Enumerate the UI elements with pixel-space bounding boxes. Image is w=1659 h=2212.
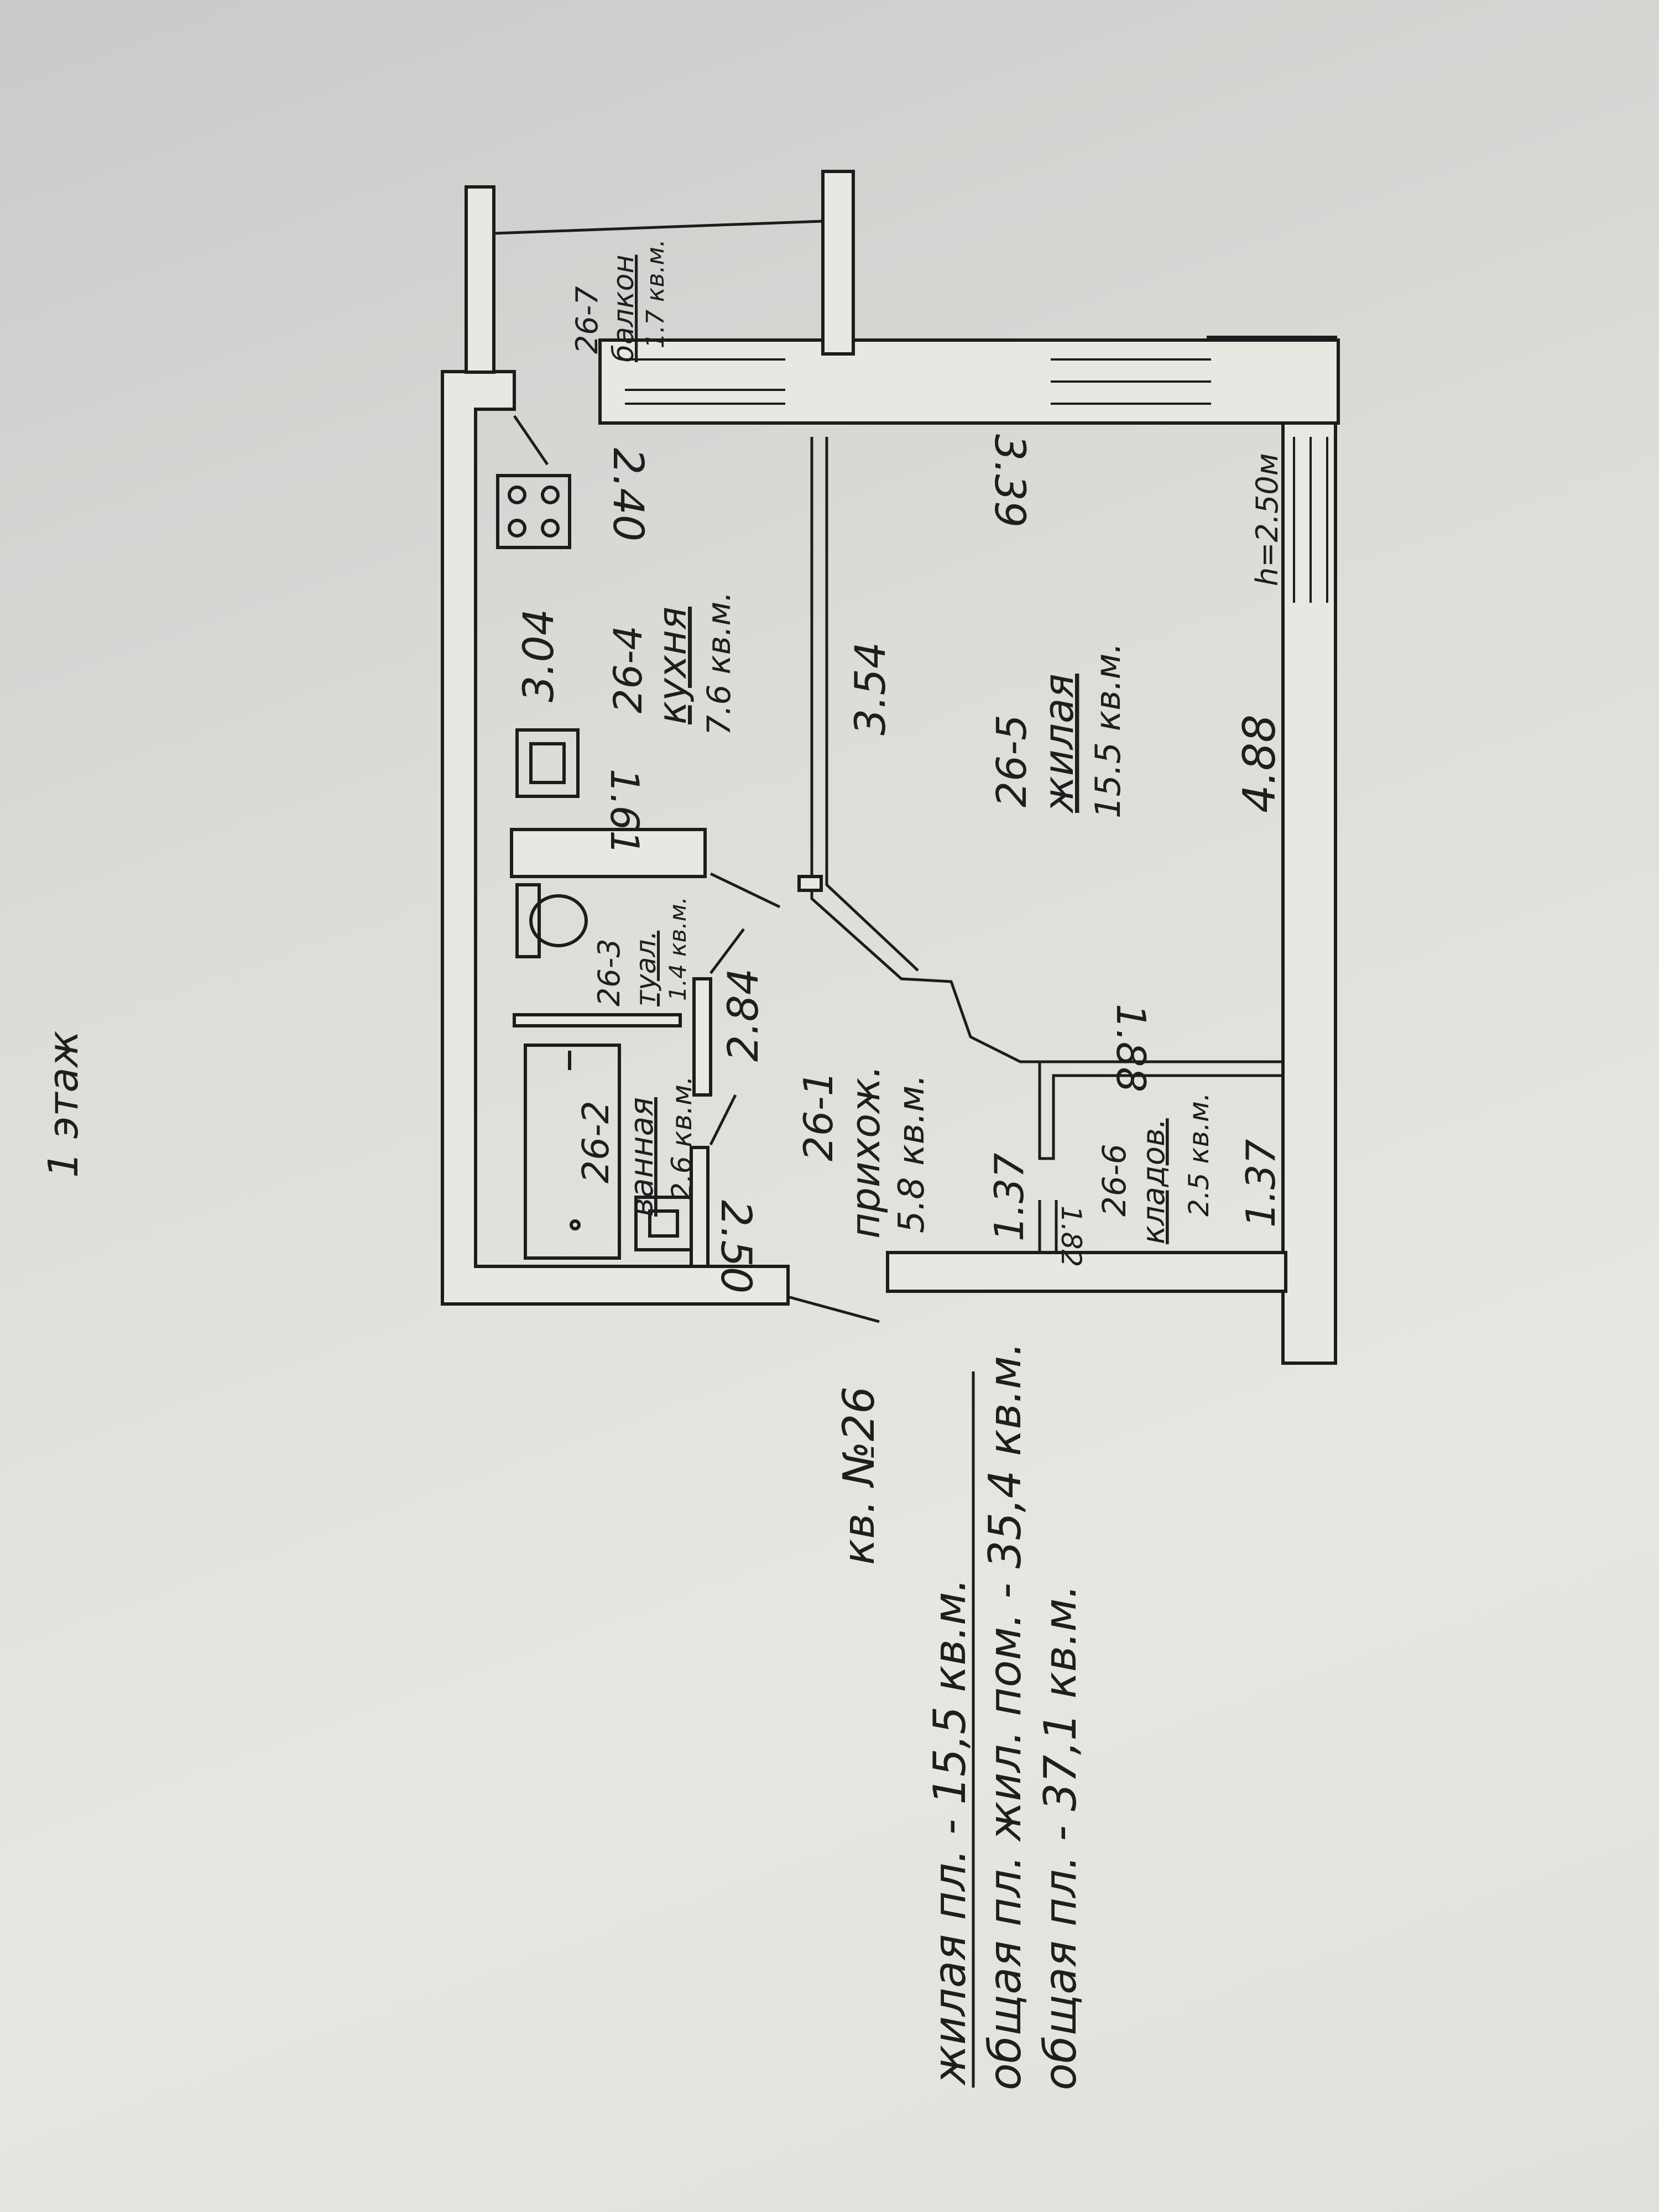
room-26-3: 26-3 туал. 1.4 кв.м. bbox=[592, 896, 691, 1006]
summary-total-living: общая пл. жил. пом. - 35,4 кв.м. bbox=[979, 1342, 1031, 2090]
room-26-1: 26-1 прихож. 5.8 кв.м. bbox=[795, 1065, 932, 1239]
entrance-door-swing bbox=[787, 1295, 880, 1323]
svg-text:балкон: балкон bbox=[607, 255, 640, 362]
bathtub-icon bbox=[524, 1044, 621, 1260]
balcony-railing bbox=[493, 220, 823, 235]
svg-text:26-1: 26-1 bbox=[795, 1071, 842, 1161]
dim-hall-corridor: 1.37 bbox=[986, 1152, 1032, 1241]
area-summary: жилая пл. - 15,5 кв.м. общая пл. жил. по… bbox=[924, 1342, 1086, 2090]
svg-text:1.7 кв.м.: 1.7 кв.м. bbox=[641, 239, 670, 348]
dim-storage-length: 1.37 bbox=[1238, 1139, 1284, 1228]
balcony-door-swing bbox=[513, 415, 549, 466]
svg-text:прихож.: прихож. bbox=[842, 1065, 889, 1239]
balcony-wall-left bbox=[465, 185, 495, 374]
apartment-number: кв. №26 bbox=[834, 1386, 884, 1565]
toilet-icon bbox=[515, 883, 588, 958]
svg-text:кладов.: кладов. bbox=[1136, 1118, 1172, 1244]
summary-living: жилая пл. - 15,5 кв.м. bbox=[924, 1578, 975, 2086]
svg-text:2.5 кв.м.: 2.5 кв.м. bbox=[1183, 1092, 1215, 1217]
outer-wall-left bbox=[441, 370, 790, 1306]
floor-label: 1 этаж bbox=[40, 1031, 87, 1178]
room-26-7: 26-7 балкон 1.7 кв.м. bbox=[570, 239, 670, 362]
svg-text:туал.: туал. bbox=[630, 931, 662, 1006]
dim-room-length: 4.88 bbox=[1234, 714, 1285, 813]
ceiling-height: h=2.50м bbox=[1250, 453, 1285, 586]
bath-door-swing bbox=[709, 1094, 737, 1146]
svg-text:26-7: 26-7 bbox=[570, 286, 604, 354]
kitchen-window bbox=[625, 358, 785, 405]
svg-text:26-6: 26-6 bbox=[1095, 1144, 1133, 1217]
kitchen-toilet-wall bbox=[510, 828, 707, 878]
svg-text:15.5 кв.м.: 15.5 кв.м. bbox=[1088, 643, 1128, 818]
partition-kitchen-room bbox=[810, 437, 1283, 1063]
svg-text:26-3: 26-3 bbox=[592, 938, 627, 1006]
dim-room-step: 1.88 bbox=[1108, 1004, 1154, 1092]
room-window bbox=[1051, 358, 1211, 405]
dim-room-width: 3.39 bbox=[985, 434, 1035, 528]
dim-kitchen-length: 3.04 bbox=[514, 609, 563, 702]
dim-room-inner-length: 3.54 bbox=[846, 642, 895, 735]
svg-text:жилая: жилая bbox=[1035, 674, 1083, 814]
room-26-6: 26-6 кладов. 2.5 кв.м. bbox=[1095, 1092, 1215, 1244]
dim-hall-length: 2.84 bbox=[718, 968, 768, 1062]
stove-icon bbox=[496, 474, 571, 549]
toilet-door-swing bbox=[709, 928, 745, 974]
storage-door-jamb bbox=[1038, 1200, 1058, 1254]
partition-kitchen-room-inner bbox=[825, 437, 919, 972]
svg-text:26-5: 26-5 bbox=[988, 714, 1036, 807]
dim-kitchen-width: 2.40 bbox=[604, 448, 653, 541]
dim-hall-width: 2.50 bbox=[712, 1200, 761, 1293]
balcony-wall-right bbox=[821, 170, 855, 356]
room-26-5: 26-5 жилая 15.5 кв.м. bbox=[988, 643, 1128, 818]
room-26-2: 26-2 ванная 2.6 кв.м. bbox=[575, 1076, 698, 1217]
svg-text:5.8 кв.м.: 5.8 кв.м. bbox=[891, 1074, 932, 1233]
toilet-door-post bbox=[692, 977, 712, 1097]
entrance-wall bbox=[886, 1251, 1287, 1293]
side-window bbox=[1293, 437, 1328, 603]
partition-stub bbox=[797, 875, 823, 892]
dim-storage-width: 1.82 bbox=[1055, 1206, 1087, 1267]
storage-wall bbox=[1038, 1062, 1283, 1160]
svg-text:ванная: ванная bbox=[623, 1097, 660, 1217]
summary-total: общая пл. - 37,1 кв.м. bbox=[1035, 1584, 1086, 2090]
sink-icon bbox=[515, 728, 580, 798]
room-26-4: 26-4 кухня 7.6 кв.м. bbox=[606, 591, 738, 735]
svg-text:2.6 кв.м.: 2.6 кв.м. bbox=[666, 1076, 698, 1200]
kitchen-door-swing bbox=[709, 872, 781, 909]
dim-kitchen-inner: 1.61 bbox=[602, 769, 647, 855]
washbasin-icon bbox=[634, 1196, 693, 1251]
svg-text:1.4 кв.м.: 1.4 кв.м. bbox=[664, 896, 691, 1001]
svg-text:26-2: 26-2 bbox=[575, 1100, 617, 1183]
svg-text:кухня: кухня bbox=[650, 607, 695, 724]
svg-text:7.6 кв.м.: 7.6 кв.м. bbox=[700, 591, 738, 735]
svg-text:26-4: 26-4 bbox=[606, 625, 651, 713]
facade-wall bbox=[598, 338, 1340, 425]
toilet-bath-wall bbox=[513, 1013, 682, 1027]
